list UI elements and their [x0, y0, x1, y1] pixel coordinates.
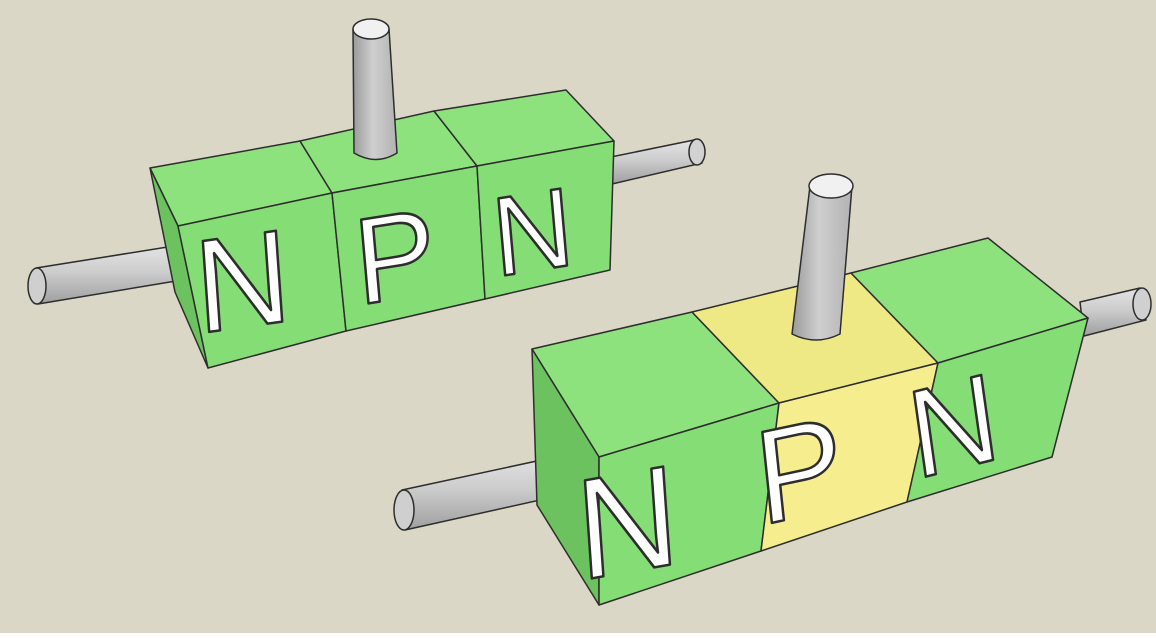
letter-1-p-middle: P [349, 182, 441, 331]
letter-2-p-middle: P [749, 388, 851, 554]
letter-2-n-right: N [900, 346, 1006, 506]
transistor-2: N P N [393, 173, 1152, 613]
transistor-1: N P N [27, 18, 706, 369]
block-2-n-left [531, 311, 780, 606]
letter-1-n-right: N [487, 162, 578, 300]
letter-2-n-left: N [571, 435, 683, 612]
rod-top-1 [352, 18, 398, 161]
rod-top-2 [791, 173, 854, 341]
rod-right-1 [605, 138, 706, 185]
block-1-n-left [149, 140, 347, 369]
block-2-n-right [850, 237, 1089, 503]
block-1-n-right [433, 89, 615, 300]
letter-1-n-left: N [190, 201, 295, 362]
rod-right-2 [1079, 287, 1152, 337]
